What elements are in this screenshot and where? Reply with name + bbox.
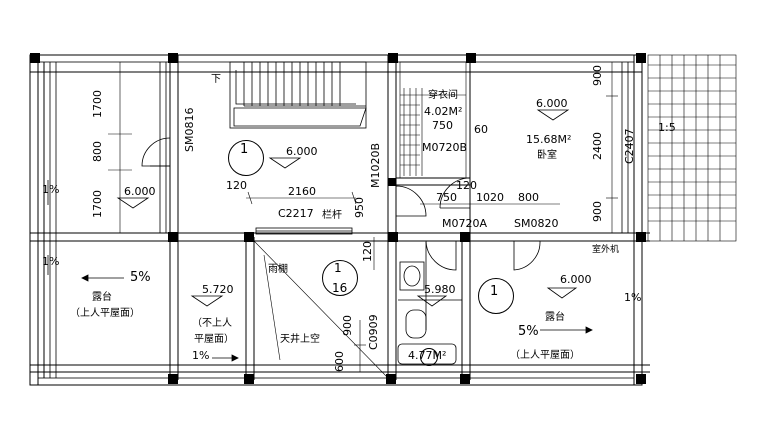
dim-120-a: 120 (226, 179, 247, 192)
section-number-16: 16 (332, 281, 348, 295)
slope-1pct-right: 1% (624, 291, 642, 304)
terrace-right-label: 露台 (545, 312, 565, 323)
roof-scale: 1:5 (658, 121, 676, 134)
rain-canopy-label: 雨棚 (268, 264, 288, 275)
dim-2160: 2160 (288, 185, 316, 198)
column-marker (420, 348, 438, 366)
left-window (49, 62, 167, 378)
railing-label: 栏杆 (322, 210, 342, 221)
dim-800-b: 800 (518, 191, 539, 204)
bathroom-area: 4.77M² (408, 349, 447, 362)
elevation-5980: 5.980 (424, 283, 456, 296)
slope-1pct-mid: 1% (192, 349, 210, 362)
dim-900-c: 900 (341, 315, 354, 336)
elevation-markers (116, 109, 578, 307)
slope-1pct-left-a: 1% (42, 183, 60, 196)
sm0816-label: SM0816 (183, 107, 196, 152)
terrace-left-sub: （上人平屋面） (70, 308, 140, 319)
elevation-6000-stair: 6.000 (286, 145, 318, 158)
wardrobe-label: 穿衣间 (428, 90, 458, 101)
dim-750-b: 750 (436, 191, 457, 204)
wardrobe-rack (399, 61, 467, 179)
bedroom-area: 15.68M² (526, 133, 572, 146)
dim-120-b: 120 (361, 241, 374, 262)
dim-1700-top: 1700 (91, 90, 104, 118)
dim-950: 950 (353, 197, 366, 218)
terrace-left-label: 露台 (92, 292, 112, 303)
section-marker-1a (228, 140, 264, 176)
window-c2217-label: C2217 (278, 207, 314, 220)
slope-arrows (47, 180, 635, 362)
m1020b-label: M1020B (369, 142, 382, 188)
doors (141, 137, 541, 271)
section-number-1b: 1 (334, 261, 342, 275)
dim-1700-bottom: 1700 (91, 190, 104, 218)
section-number-1c: 1 (490, 284, 499, 299)
slope-1pct-left-b: 1% (42, 255, 60, 268)
stair (229, 61, 367, 129)
window-c0909-label: C0909 (367, 314, 380, 350)
window-c2217 (255, 227, 353, 235)
section-marker-1c (478, 278, 514, 314)
down-label: 下 (211, 74, 221, 85)
dim-600: 600 (333, 351, 346, 372)
slope-5pct-right: 5% (518, 324, 539, 339)
elevation-6000-left: 6.000 (124, 185, 156, 198)
dim-120-c: 120 (456, 179, 477, 192)
c2407-label: C2407 (623, 128, 636, 164)
not-accessible-label: （不上人 (192, 318, 232, 329)
m0720a-label: M0720A (442, 217, 488, 230)
terrace-right-sub: （上人平屋面） (510, 350, 580, 361)
bath-fixtures (397, 242, 462, 365)
section-marker-16 (322, 260, 358, 296)
elevation-6000-terrace: 6.000 (560, 273, 592, 286)
slope-5pct-left: 5% (130, 270, 151, 285)
sm0820-label: SM0820 (514, 217, 559, 230)
elevation-5720: 5.720 (202, 283, 234, 296)
bedroom-label: 卧室 (537, 150, 557, 161)
dimensions (108, 62, 618, 372)
dim-750-a: 750 (432, 119, 453, 132)
columns (30, 53, 646, 384)
wardrobe-area: 4.02M² (424, 105, 463, 118)
dim-60: 60 (474, 123, 488, 136)
elevation-6000-bedroom: 6.000 (536, 97, 568, 110)
dim-2400: 2400 (591, 132, 604, 160)
dim-1020: 1020 (476, 191, 504, 204)
section-number-1a: 1 (240, 142, 249, 157)
not-accessible-label-2: 平屋面） (194, 334, 234, 345)
dim-900-top: 900 (591, 65, 604, 86)
right-window (621, 62, 629, 233)
m0720b-label: M0720B (422, 141, 468, 154)
patio-void-label: 天井上空 (280, 334, 320, 345)
patio-void-lines (253, 240, 389, 379)
dim-800: 800 (91, 141, 104, 162)
outdoor-unit-label: 室外机 (592, 245, 620, 255)
roof-tiles (647, 54, 737, 242)
dim-900-bottom: 900 (591, 201, 604, 222)
